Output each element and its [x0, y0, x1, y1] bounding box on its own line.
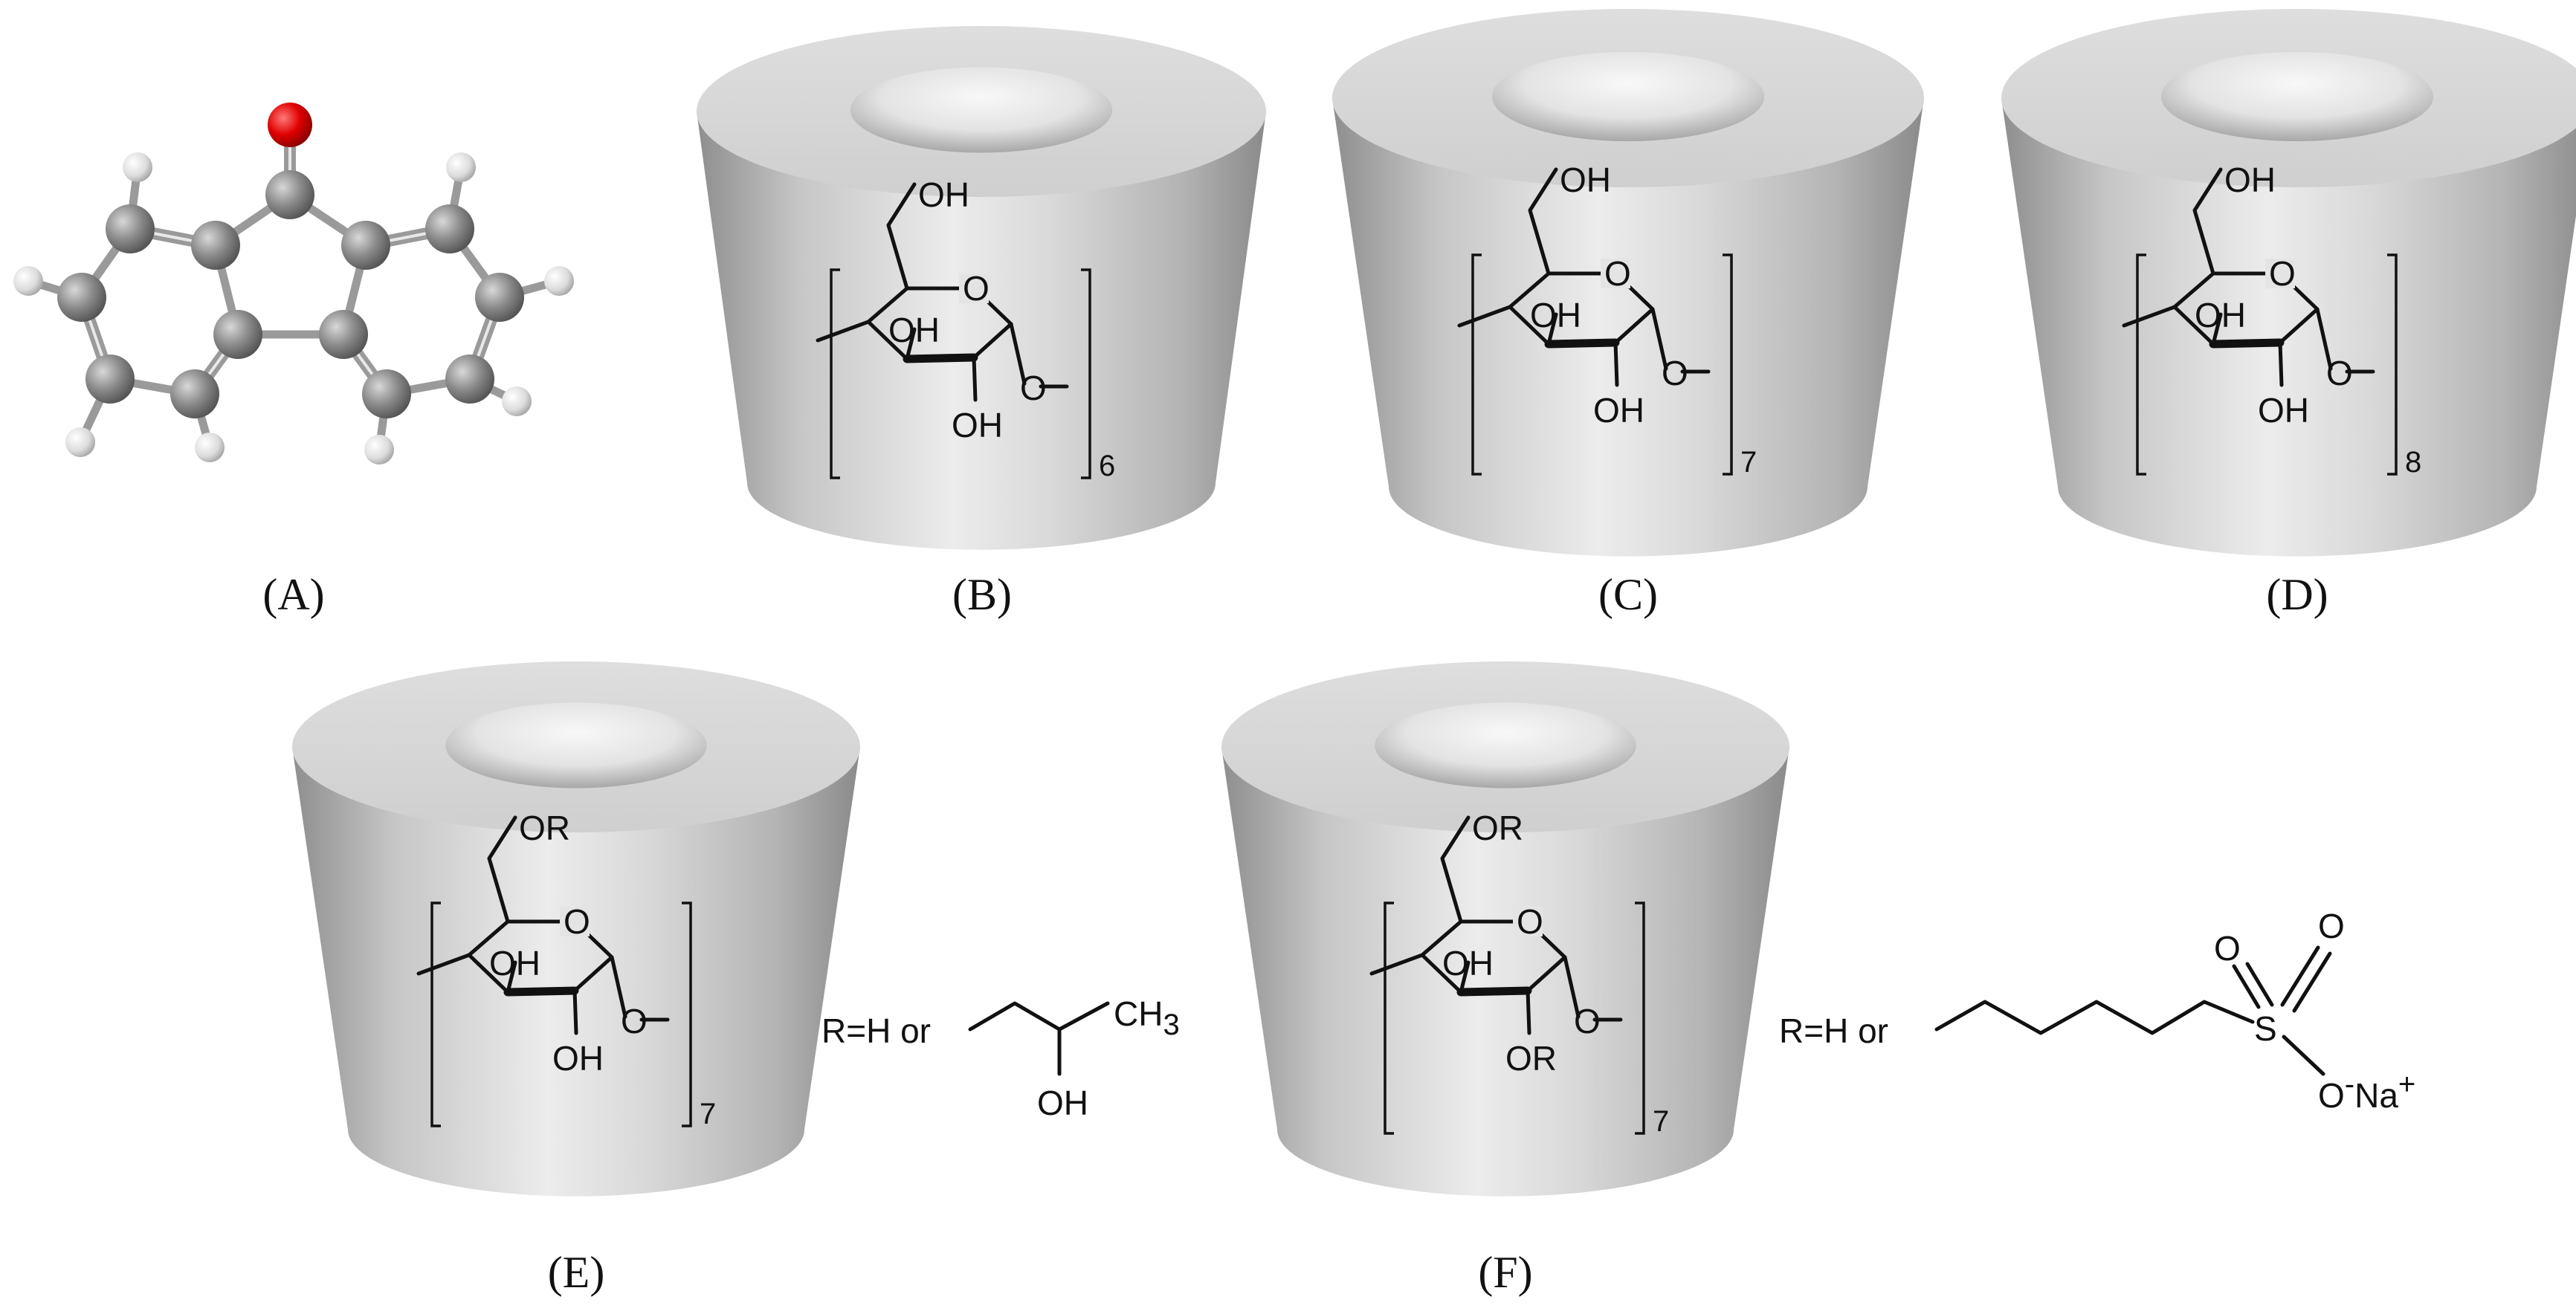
ring-o-bg [2265, 259, 2295, 288]
link-o-label: O [1574, 1002, 1601, 1040]
ring-o-label: O [564, 902, 590, 941]
cup-body [1332, 98, 1924, 557]
sulfonyl-oxygen-2: O [2318, 907, 2345, 945]
cup-body [1221, 747, 1789, 1197]
oh-2-label: OH [552, 1039, 604, 1078]
carbon-atom [475, 273, 524, 322]
hydrogen-atom [364, 435, 394, 464]
cup-cavity [850, 67, 1113, 153]
carbon-atom [213, 310, 262, 359]
cup-cavity [1375, 702, 1636, 789]
hydrogen-atom [123, 152, 152, 182]
carbon-atom [319, 310, 368, 359]
glucose-unit-b: O OH OH OH O 6 [816, 175, 1115, 482]
substituent-f: R=H or S O O O-Na+ [1779, 907, 2415, 1115]
cup-cavity [1491, 52, 1765, 141]
oh-3-label: OH [1530, 296, 1581, 334]
repeat-count-c: 7 [1740, 446, 1757, 479]
oh-2-label: OH [952, 406, 1003, 444]
caption-e: (E) [548, 1248, 605, 1297]
ring-o-bg [959, 273, 989, 303]
oh-3-label: OH [1442, 944, 1494, 983]
link-o-label: O [1020, 369, 1047, 407]
sulfonyl-oxygen-1: O [2214, 929, 2241, 968]
oh-3-label: OH [2195, 296, 2246, 334]
cup-body [292, 747, 860, 1197]
sulfonate-label: O-Na+ [2318, 1068, 2415, 1115]
hydrogen-atom [195, 433, 225, 462]
ring-o-bg [1513, 907, 1543, 936]
oh-6-label: OH [918, 175, 969, 214]
fluorenone-molecule [13, 103, 574, 464]
carbon-atom [106, 204, 155, 253]
or-6-label: OR [519, 809, 570, 847]
hydrogen-atom [13, 266, 43, 296]
substituent-f-prefix: R=H or [1779, 1011, 1888, 1050]
ring-o-label: O [2269, 254, 2296, 293]
oh-3-label: OH [888, 311, 940, 349]
carbon-atom [362, 369, 411, 418]
cup-cavity [445, 702, 707, 789]
hydrogen-atom [446, 152, 476, 182]
glucose-unit-d: O OH OH OH O 8 [2122, 161, 2421, 479]
ring-o-label: O [963, 269, 990, 308]
oh-2-label: OH [1593, 391, 1644, 430]
repeat-count-d: 8 [2405, 446, 2421, 479]
carbon-atom [57, 273, 106, 322]
caption-d: (D) [2266, 570, 2328, 619]
substituent-e-prefix: R=H or [821, 1011, 931, 1050]
glucose-unit-f: O OR OH OR O 7 [1369, 809, 1669, 1138]
carbon-atom [170, 369, 219, 418]
repeat-count-e: 7 [700, 1098, 716, 1130]
oh-label: OH [1037, 1084, 1088, 1122]
ring-o-label: O [1604, 254, 1631, 293]
carbon-atom [265, 170, 314, 219]
hydrogen-atom [502, 386, 532, 416]
oh-3-label: OH [489, 944, 540, 983]
ring-o-bg [1601, 259, 1630, 288]
cup-cavity [2160, 52, 2434, 141]
or-2-label: OR [1505, 1039, 1557, 1078]
ring-o-bg [560, 907, 590, 936]
hydrogen-atom [65, 427, 95, 457]
link-o-label: O [621, 1002, 648, 1040]
cyclodextrin-cups [292, 9, 2576, 1197]
caption-f: (F) [1478, 1248, 1532, 1297]
repeat-count-f: 7 [1653, 1105, 1669, 1138]
cup-body [2001, 98, 2576, 557]
oh-6-label: OH [2224, 161, 2276, 199]
cup-e [292, 661, 860, 1197]
cup-body [697, 111, 1266, 550]
cup-f [1221, 661, 1789, 1197]
cup-c [1332, 9, 1924, 557]
caption-a: (A) [262, 570, 324, 619]
glucose-unit-c: O OH OH OH O 7 [1457, 161, 1757, 479]
cup-d [2001, 9, 2576, 557]
link-o-label: O [1662, 354, 1688, 392]
carbon-atom [425, 204, 474, 253]
sulfur-label: S [2254, 1009, 2277, 1048]
ring-o-label: O [1517, 902, 1543, 941]
caption-b: (B) [952, 570, 1012, 619]
oh-6-label: OH [1560, 161, 1611, 199]
glucose-unit-e: O OR OH OH O 7 [416, 809, 716, 1130]
oh-2-label: OH [2258, 391, 2309, 430]
substituent-e: R=H or CH3 OH [821, 994, 1180, 1122]
cup-b [697, 26, 1266, 550]
caption-c: (C) [1598, 570, 1658, 619]
hydrogen-atom [544, 266, 574, 296]
oxygen-atom [268, 103, 312, 147]
repeat-count-b: 6 [1099, 450, 1115, 482]
ch3-label: CH3 [1114, 994, 1180, 1041]
carbon-atom [341, 221, 390, 270]
or-6-label: OR [1472, 809, 1523, 847]
link-o-label: O [2326, 354, 2353, 392]
carbon-atom [85, 355, 135, 404]
carbon-atom [445, 355, 494, 404]
carbon-atom [191, 221, 240, 270]
